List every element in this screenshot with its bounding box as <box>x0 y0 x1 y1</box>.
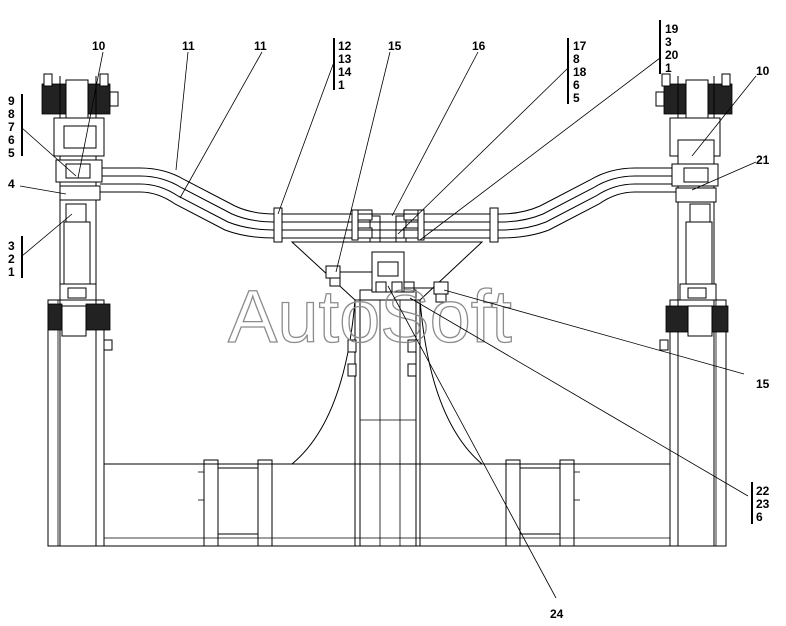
callout-1-b: 1 <box>665 61 672 75</box>
callout-15-top: 15 <box>388 39 402 53</box>
callout-3-b: 3 <box>8 239 15 253</box>
leader-lines <box>19 51 757 599</box>
callout-2: 2 <box>8 252 15 266</box>
callout-1-c: 1 <box>8 265 15 279</box>
callout-6-a: 6 <box>573 78 580 92</box>
callout-21: 21 <box>756 153 770 167</box>
callout-14: 14 <box>338 65 352 79</box>
callout-1-a: 1 <box>338 78 345 92</box>
callout-13: 13 <box>338 52 352 66</box>
callout-8-a: 8 <box>573 52 580 66</box>
callout-3-a: 3 <box>665 35 672 49</box>
right-actuator <box>655 73 733 546</box>
callout-9: 9 <box>8 94 15 108</box>
left-actuator <box>41 73 119 546</box>
callout-24: 24 <box>550 607 564 621</box>
callout-18: 18 <box>573 65 587 79</box>
callout-20: 20 <box>665 48 679 62</box>
callout-8-b: 8 <box>8 107 15 121</box>
callout-7: 7 <box>8 120 15 134</box>
callout-10-right: 10 <box>756 64 770 78</box>
callout-11-b: 11 <box>254 39 267 53</box>
stack-bars <box>21 20 753 524</box>
callout-17: 17 <box>573 39 587 53</box>
callout-labels: 10 11 11 12 13 14 1 15 16 17 8 18 6 5 19… <box>8 22 770 621</box>
callout-4: 4 <box>8 177 15 191</box>
callout-11-a: 11 <box>182 39 195 53</box>
callout-15-right: 15 <box>756 377 770 391</box>
callout-16: 16 <box>472 39 486 53</box>
callout-12: 12 <box>338 39 352 53</box>
callout-5-a: 5 <box>573 91 580 105</box>
callout-6-b: 6 <box>8 133 15 147</box>
callout-19: 19 <box>665 22 679 36</box>
callout-6-c: 6 <box>756 510 763 524</box>
callout-5-b: 5 <box>8 146 15 160</box>
pipe-bundle <box>100 167 680 243</box>
watermark: AutoSoft <box>228 275 512 358</box>
bottom-brackets <box>198 459 580 547</box>
callout-23: 23 <box>756 497 770 511</box>
callout-22: 22 <box>756 484 770 498</box>
callout-10-left: 10 <box>92 39 106 53</box>
